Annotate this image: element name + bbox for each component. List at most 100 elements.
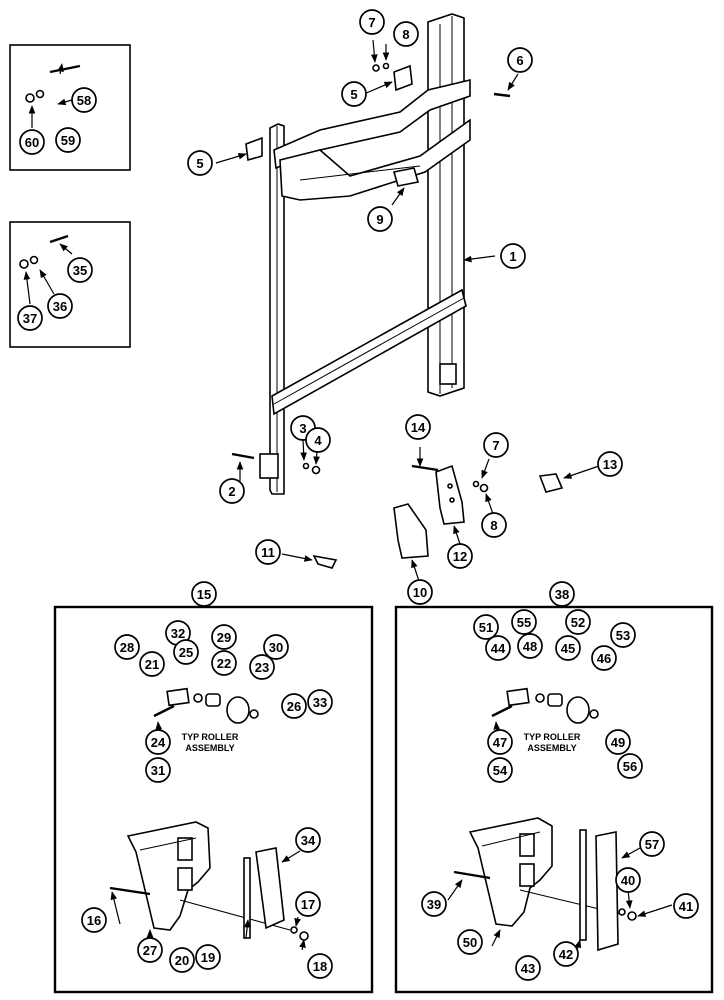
callout-number: 1 [509,249,516,264]
callout-29: 29 [211,624,237,650]
callout-49: 49 [605,729,631,755]
inset-box-hardware-bottom [9,221,131,348]
callout-number: 60 [25,135,39,150]
callout-circle [553,941,579,967]
callout-36: 36 [47,293,73,319]
callout-number: 28 [120,640,134,655]
callout-number: 44 [491,641,506,656]
callout-50: 50 [457,929,483,955]
callout-56: 56 [617,753,643,779]
bracket-part-5-top [393,64,413,92]
callout-number: 56 [623,759,637,774]
callout-number: 5 [196,156,203,171]
callout-number: 57 [645,837,659,852]
callout-52: 52 [565,609,591,635]
callout-circle [71,87,97,113]
callout-44: 44 [485,635,511,661]
callout-number: 8 [402,27,409,42]
callout-circle [81,907,107,933]
caption-right-line1: TYP ROLLER [524,732,581,742]
callout-circle [457,929,483,955]
bolt-14 [411,464,439,472]
callout-number: 40 [621,873,635,888]
callout-4: 4 [305,427,331,453]
callout-circle [341,81,367,107]
inset-top-hardware [25,64,81,103]
callout-circle [500,243,526,269]
clip-part-13 [538,473,564,493]
callout-8: 8 [393,21,419,47]
callout-number: 42 [559,947,573,962]
callout-circle [263,634,289,660]
callout-40: 40 [615,867,641,893]
callout-number: 47 [493,735,507,750]
callout-circle [639,831,665,857]
callout-20: 20 [169,947,195,973]
bracket-part-9 [392,167,420,187]
callout-number: 45 [561,641,575,656]
callout-circle [597,451,623,477]
callout-number: 3 [299,421,306,436]
callout-number: 39 [427,897,441,912]
callout-19: 19 [195,944,221,970]
nut-washer-7-8-top [372,62,390,72]
callout-number: 19 [201,950,215,965]
callout-54: 54 [487,757,513,783]
callout-number: 43 [521,961,535,976]
callout-circle [295,827,321,853]
callout-37: 37 [17,305,43,331]
callout-circle [169,947,195,973]
roller-assembly-right [491,687,599,724]
callout-number: 6 [516,53,523,68]
bolt-6 [493,92,511,98]
nut-washer-7-8-mid [472,480,489,493]
callout-number: 50 [463,935,477,950]
callout-35: 35 [67,257,93,283]
callout-41: 41 [673,893,699,919]
callout-53: 53 [610,622,636,648]
callout-60: 60 [19,129,45,155]
callout-number: 4 [314,433,322,448]
callout-circle [511,609,537,635]
callout-7: 7 [359,9,385,35]
callout-42: 42 [553,941,579,967]
callout-number: 7 [492,438,499,453]
callout-39: 39 [421,891,447,917]
mount-bracket-right [453,817,621,927]
clip-part-11 [312,554,338,569]
callout-circle [305,427,331,453]
callout-circle [137,937,163,963]
callout-circle [114,634,140,660]
callout-circle [249,654,275,680]
callout-circle [673,893,699,919]
callout-24: 24 [145,729,171,755]
callout-number: 46 [597,651,611,666]
callout-number: 18 [313,959,327,974]
callout-number: 12 [453,549,467,564]
callout-46: 46 [591,645,617,671]
callout-number: 26 [287,699,301,714]
callout-26: 26 [281,693,307,719]
callout-34: 34 [295,827,321,853]
callout-number: 9 [376,212,383,227]
callout-circle [145,729,171,755]
callout-number: 7 [368,15,375,30]
callout-10: 10 [407,579,433,605]
callout-circle [485,635,511,661]
inset-bottom-hardware [19,234,69,269]
callout-number: 34 [301,833,316,848]
callout-circle [255,539,281,565]
callout-43: 43 [515,955,541,981]
callout-6: 6 [507,47,533,73]
callout-12: 12 [447,543,473,569]
callout-circle [359,9,385,35]
callout-number: 32 [171,626,185,641]
callout-number: 16 [87,913,101,928]
callout-circle [473,614,499,640]
callout-circle [405,414,431,440]
callout-48: 48 [517,633,543,659]
callout-circle [507,47,533,73]
callout-circle [515,955,541,981]
callout-30: 30 [263,634,289,660]
